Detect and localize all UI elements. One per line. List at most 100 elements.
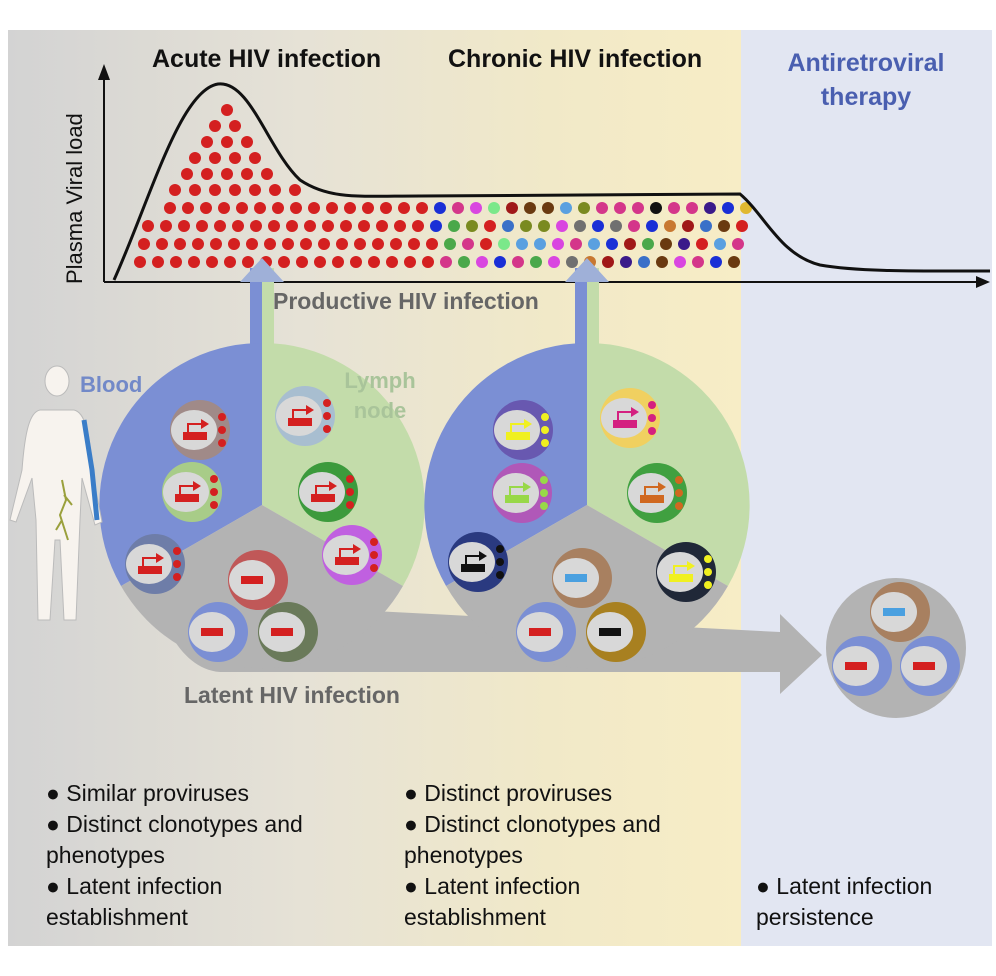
virion-dot [272, 202, 284, 214]
virion-dot [736, 220, 748, 232]
virion-dot [588, 238, 600, 250]
promoter-arrow-icon [353, 544, 361, 554]
virion-dot [650, 202, 662, 214]
promoter-arrow-icon [329, 481, 337, 491]
virion-dot [236, 202, 248, 214]
virion-dot [648, 427, 656, 435]
virion-dot [358, 220, 370, 232]
virion-dot [368, 256, 380, 268]
lymph-label-line1: Lymph [344, 368, 416, 393]
virion-dot [412, 220, 424, 232]
virion-dot [242, 256, 254, 268]
virion-dot [620, 256, 632, 268]
virion-dot [241, 136, 253, 148]
virion-dot [560, 202, 572, 214]
virion-dot [541, 439, 549, 447]
virion-dot [354, 238, 366, 250]
cell-nucleus [163, 472, 209, 512]
virion-dot [596, 202, 608, 214]
virion-dot [574, 220, 586, 232]
virion-dot [264, 238, 276, 250]
virion-dot [201, 136, 213, 148]
promoter-arrow-icon [687, 561, 695, 571]
virion-dot [638, 256, 650, 268]
virion-dot [502, 220, 514, 232]
phase-acute-title: Acute HIV infection [152, 45, 382, 73]
virion-dot [506, 202, 518, 214]
promoter-arrow-icon [524, 419, 532, 429]
virion-dot [656, 256, 668, 268]
provirus-icon [335, 557, 359, 565]
provirus-icon [506, 432, 530, 440]
virion-dot [254, 202, 266, 214]
virion-dot [498, 238, 510, 250]
latent-provirus-icon [565, 574, 587, 582]
virion-dot [444, 238, 456, 250]
virion-dot [592, 220, 604, 232]
promoter-arrow-icon [631, 407, 639, 417]
promoter-arrow-icon [187, 423, 202, 432]
virion-dot [209, 184, 221, 196]
virion-dot [346, 501, 354, 509]
virion-dot [660, 238, 672, 250]
note-item: ● Similar proviruses [46, 780, 250, 806]
virion-dot [416, 202, 428, 214]
virion-dot [422, 256, 434, 268]
note-item: persistence [756, 904, 874, 930]
virion-dot [304, 220, 316, 232]
virion-dot [218, 413, 226, 421]
y-axis-label: Plasma Viral load [62, 113, 87, 284]
virion-dot [229, 152, 241, 164]
virion-dot [556, 220, 568, 232]
cell-nucleus [657, 552, 703, 592]
provirus-icon [175, 494, 199, 502]
virion-dot [668, 202, 680, 214]
virion-dot [538, 220, 550, 232]
virion-dot [196, 220, 208, 232]
virion-dot [394, 220, 406, 232]
virion-dot [426, 238, 438, 250]
virion-dot [189, 184, 201, 196]
virion-dot [541, 413, 549, 421]
virion-dot [390, 238, 402, 250]
virion-dot [173, 560, 181, 568]
productive-infection-label: Productive HIV infection [273, 288, 539, 314]
virion-dot [346, 488, 354, 496]
art-latent-cluster [826, 578, 966, 718]
virion-dot [614, 202, 626, 214]
virion-dot [246, 238, 258, 250]
virion-dot [376, 220, 388, 232]
virion-dot [704, 555, 712, 563]
virion-dot [362, 202, 374, 214]
acute-reservoir-pie [99, 342, 425, 669]
virion-dot [566, 256, 578, 268]
art-notes: ● Latent infection persistence [756, 871, 932, 933]
virion-dot [540, 489, 548, 497]
virion-dot [606, 238, 618, 250]
latent-provirus-icon [271, 628, 293, 636]
virion-dot [350, 256, 362, 268]
virion-dot [516, 238, 528, 250]
virion-dot [628, 220, 640, 232]
virion-dot [675, 489, 683, 497]
virion-dot [318, 238, 330, 250]
virion-dot [289, 184, 301, 196]
virion-dot [520, 220, 532, 232]
virion-dot [648, 414, 656, 422]
virion-dot [173, 547, 181, 555]
promoter-arrow-icon [179, 485, 194, 494]
virion-dot [462, 238, 474, 250]
virion-dot [552, 238, 564, 250]
promoter-arrow-icon [315, 485, 330, 494]
x-axis-arrow-icon [976, 276, 990, 288]
virion-dot [530, 256, 542, 268]
latent-provirus-icon [529, 628, 551, 636]
cell-nucleus [276, 396, 322, 436]
promoter-arrow-icon [193, 481, 201, 491]
virion-dot [466, 220, 478, 232]
virion-dot [323, 412, 331, 420]
virion-dot [380, 202, 392, 214]
cell-nucleus [126, 544, 172, 584]
virion-dot [448, 220, 460, 232]
virion-dot [249, 152, 261, 164]
